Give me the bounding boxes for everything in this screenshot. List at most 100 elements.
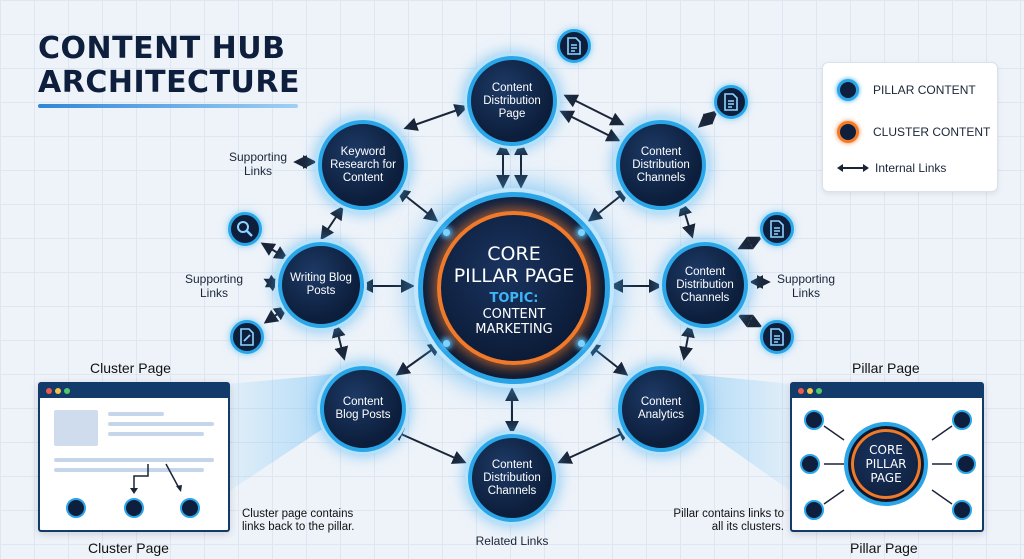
mini-node — [956, 454, 976, 474]
core-line-1: CORE — [487, 243, 541, 265]
node-top-left-label: Keyword Research for Content — [330, 145, 396, 184]
link-topright-core — [587, 188, 631, 222]
title-line-1: CONTENT HUB — [38, 31, 286, 66]
link-top-topright-a — [563, 94, 625, 126]
pillar-swatch — [837, 79, 859, 101]
core-topic: CONTENT MARKETING — [423, 307, 605, 337]
document-icon — [760, 212, 794, 246]
legend-cluster: CLUSTER CONTENT — [837, 121, 990, 143]
cluster-beam — [228, 374, 336, 492]
legend-cluster-label: CLUSTER CONTENT — [873, 125, 991, 139]
cluster-page-caption: Cluster Page — [90, 360, 171, 376]
core-pillar-ring — [437, 211, 591, 365]
node-top-label: Content Distribution Page — [483, 81, 541, 120]
core-dot — [443, 340, 450, 347]
link-right-bottomright — [679, 323, 695, 361]
node-bottom-right-label: Content Analytics — [637, 396, 685, 421]
mini-node — [952, 500, 972, 520]
supporting-links-label: Supporting Links — [776, 272, 836, 300]
link-search-icon — [260, 242, 289, 260]
mini-node — [66, 498, 86, 518]
pillar-beam — [690, 374, 792, 492]
supporting-links-label: Supporting Links — [184, 272, 244, 300]
core-topic-line-2: MARKETING — [475, 322, 553, 337]
document-icon — [557, 29, 591, 63]
core-dot — [578, 340, 585, 347]
supporting-links-label: Supporting Links — [228, 150, 288, 178]
node-bottom-left: Content Blog Posts — [320, 366, 406, 452]
text-line — [108, 432, 204, 436]
cluster-page-note: Cluster page contains links back to the … — [242, 508, 355, 533]
core-dot — [443, 229, 450, 236]
node-top-right-label: Content Distribution Channels — [632, 145, 690, 184]
edit-document-icon — [230, 320, 264, 354]
legend-pillar: PILLAR CONTENT — [837, 79, 976, 101]
mini-node — [804, 500, 824, 520]
mini-core-line: PAGE — [870, 471, 902, 485]
mini-core-line: CORE — [869, 443, 903, 457]
link-doc-icon-right-bottom — [737, 314, 763, 328]
pillar-page-mockup: CORE PILLAR PAGE — [790, 382, 984, 532]
document-icon — [714, 85, 748, 119]
link-bottomright-core — [585, 342, 629, 376]
link-label-left — [263, 274, 281, 292]
node-right: Content Distribution Channels — [662, 242, 748, 328]
node-bottom-label: Content Distribution Channels — [483, 458, 541, 497]
link-doc-icon-right-top — [737, 236, 763, 250]
core-topic-label: TOPIC: — [489, 291, 539, 306]
node-left-label: Writing Blog Posts — [290, 272, 352, 297]
cluster-page-caption-bottom: Cluster Page — [88, 540, 169, 556]
link-bottomleft-bottom — [389, 428, 467, 464]
mini-core-pillar-label: CORE PILLAR PAGE — [866, 443, 907, 485]
link-topleft-core — [395, 188, 439, 222]
title-underline — [38, 104, 298, 108]
document-icon — [760, 320, 794, 354]
legend: PILLAR CONTENT CLUSTER CONTENT Internal … — [822, 62, 998, 192]
core-topic-line-1: CONTENT — [482, 307, 546, 322]
core-title: CORE PILLAR PAGE — [423, 243, 605, 287]
mini-node — [804, 410, 824, 430]
node-top-right: Content Distribution Channels — [616, 120, 706, 210]
legend-links-label: Internal Links — [875, 161, 947, 175]
text-line — [108, 412, 164, 416]
pillar-page-caption: Pillar Page — [852, 360, 920, 376]
core-pillar-node: CORE PILLAR PAGE TOPIC: CONTENT MARKETIN… — [418, 192, 610, 384]
link-top-topright-b — [559, 110, 621, 142]
core-dot — [578, 229, 585, 236]
browser-bar — [792, 384, 982, 398]
legend-pillar-label: PILLAR CONTENT — [873, 83, 976, 97]
node-top-left: Keyword Research for Content — [318, 120, 408, 210]
pillar-page-note: Pillar contains links to all its cluster… — [673, 508, 784, 533]
pillar-page-caption-bottom: Pillar Page — [850, 540, 918, 556]
text-line — [108, 422, 214, 426]
cluster-page-links — [130, 463, 182, 494]
node-left: Writing Blog Posts — [278, 242, 364, 328]
node-right-label: Content Distribution Channels — [676, 265, 734, 304]
diagram-title: CONTENT HUB ARCHITECTURE — [38, 32, 300, 100]
image-placeholder — [54, 410, 98, 446]
cluster-page-mockup — [38, 382, 230, 532]
title-line-2: ARCHITECTURE — [38, 65, 300, 100]
text-line — [54, 458, 214, 462]
cluster-swatch — [837, 121, 859, 143]
link-topright-right — [678, 201, 696, 239]
node-top: Content Distribution Page — [467, 56, 557, 146]
pillar-page-links — [823, 425, 953, 505]
node-bottom-left-label: Content Blog Posts — [335, 396, 391, 421]
mini-node — [180, 498, 200, 518]
node-bottom-right: Content Analytics — [618, 366, 704, 452]
link-topleft-left — [320, 205, 344, 241]
search-icon — [228, 212, 262, 246]
link-left-bottomleft — [331, 323, 349, 361]
legend-links: Internal Links — [837, 161, 946, 175]
mini-node — [124, 498, 144, 518]
mini-node — [800, 454, 820, 474]
mini-core-line: PILLAR — [865, 457, 907, 471]
link-top-topleft — [403, 104, 469, 131]
mini-node — [952, 410, 972, 430]
text-line — [54, 468, 204, 472]
related-links-label: Related Links — [475, 534, 549, 548]
core-line-2: PILLAR PAGE — [453, 265, 575, 287]
